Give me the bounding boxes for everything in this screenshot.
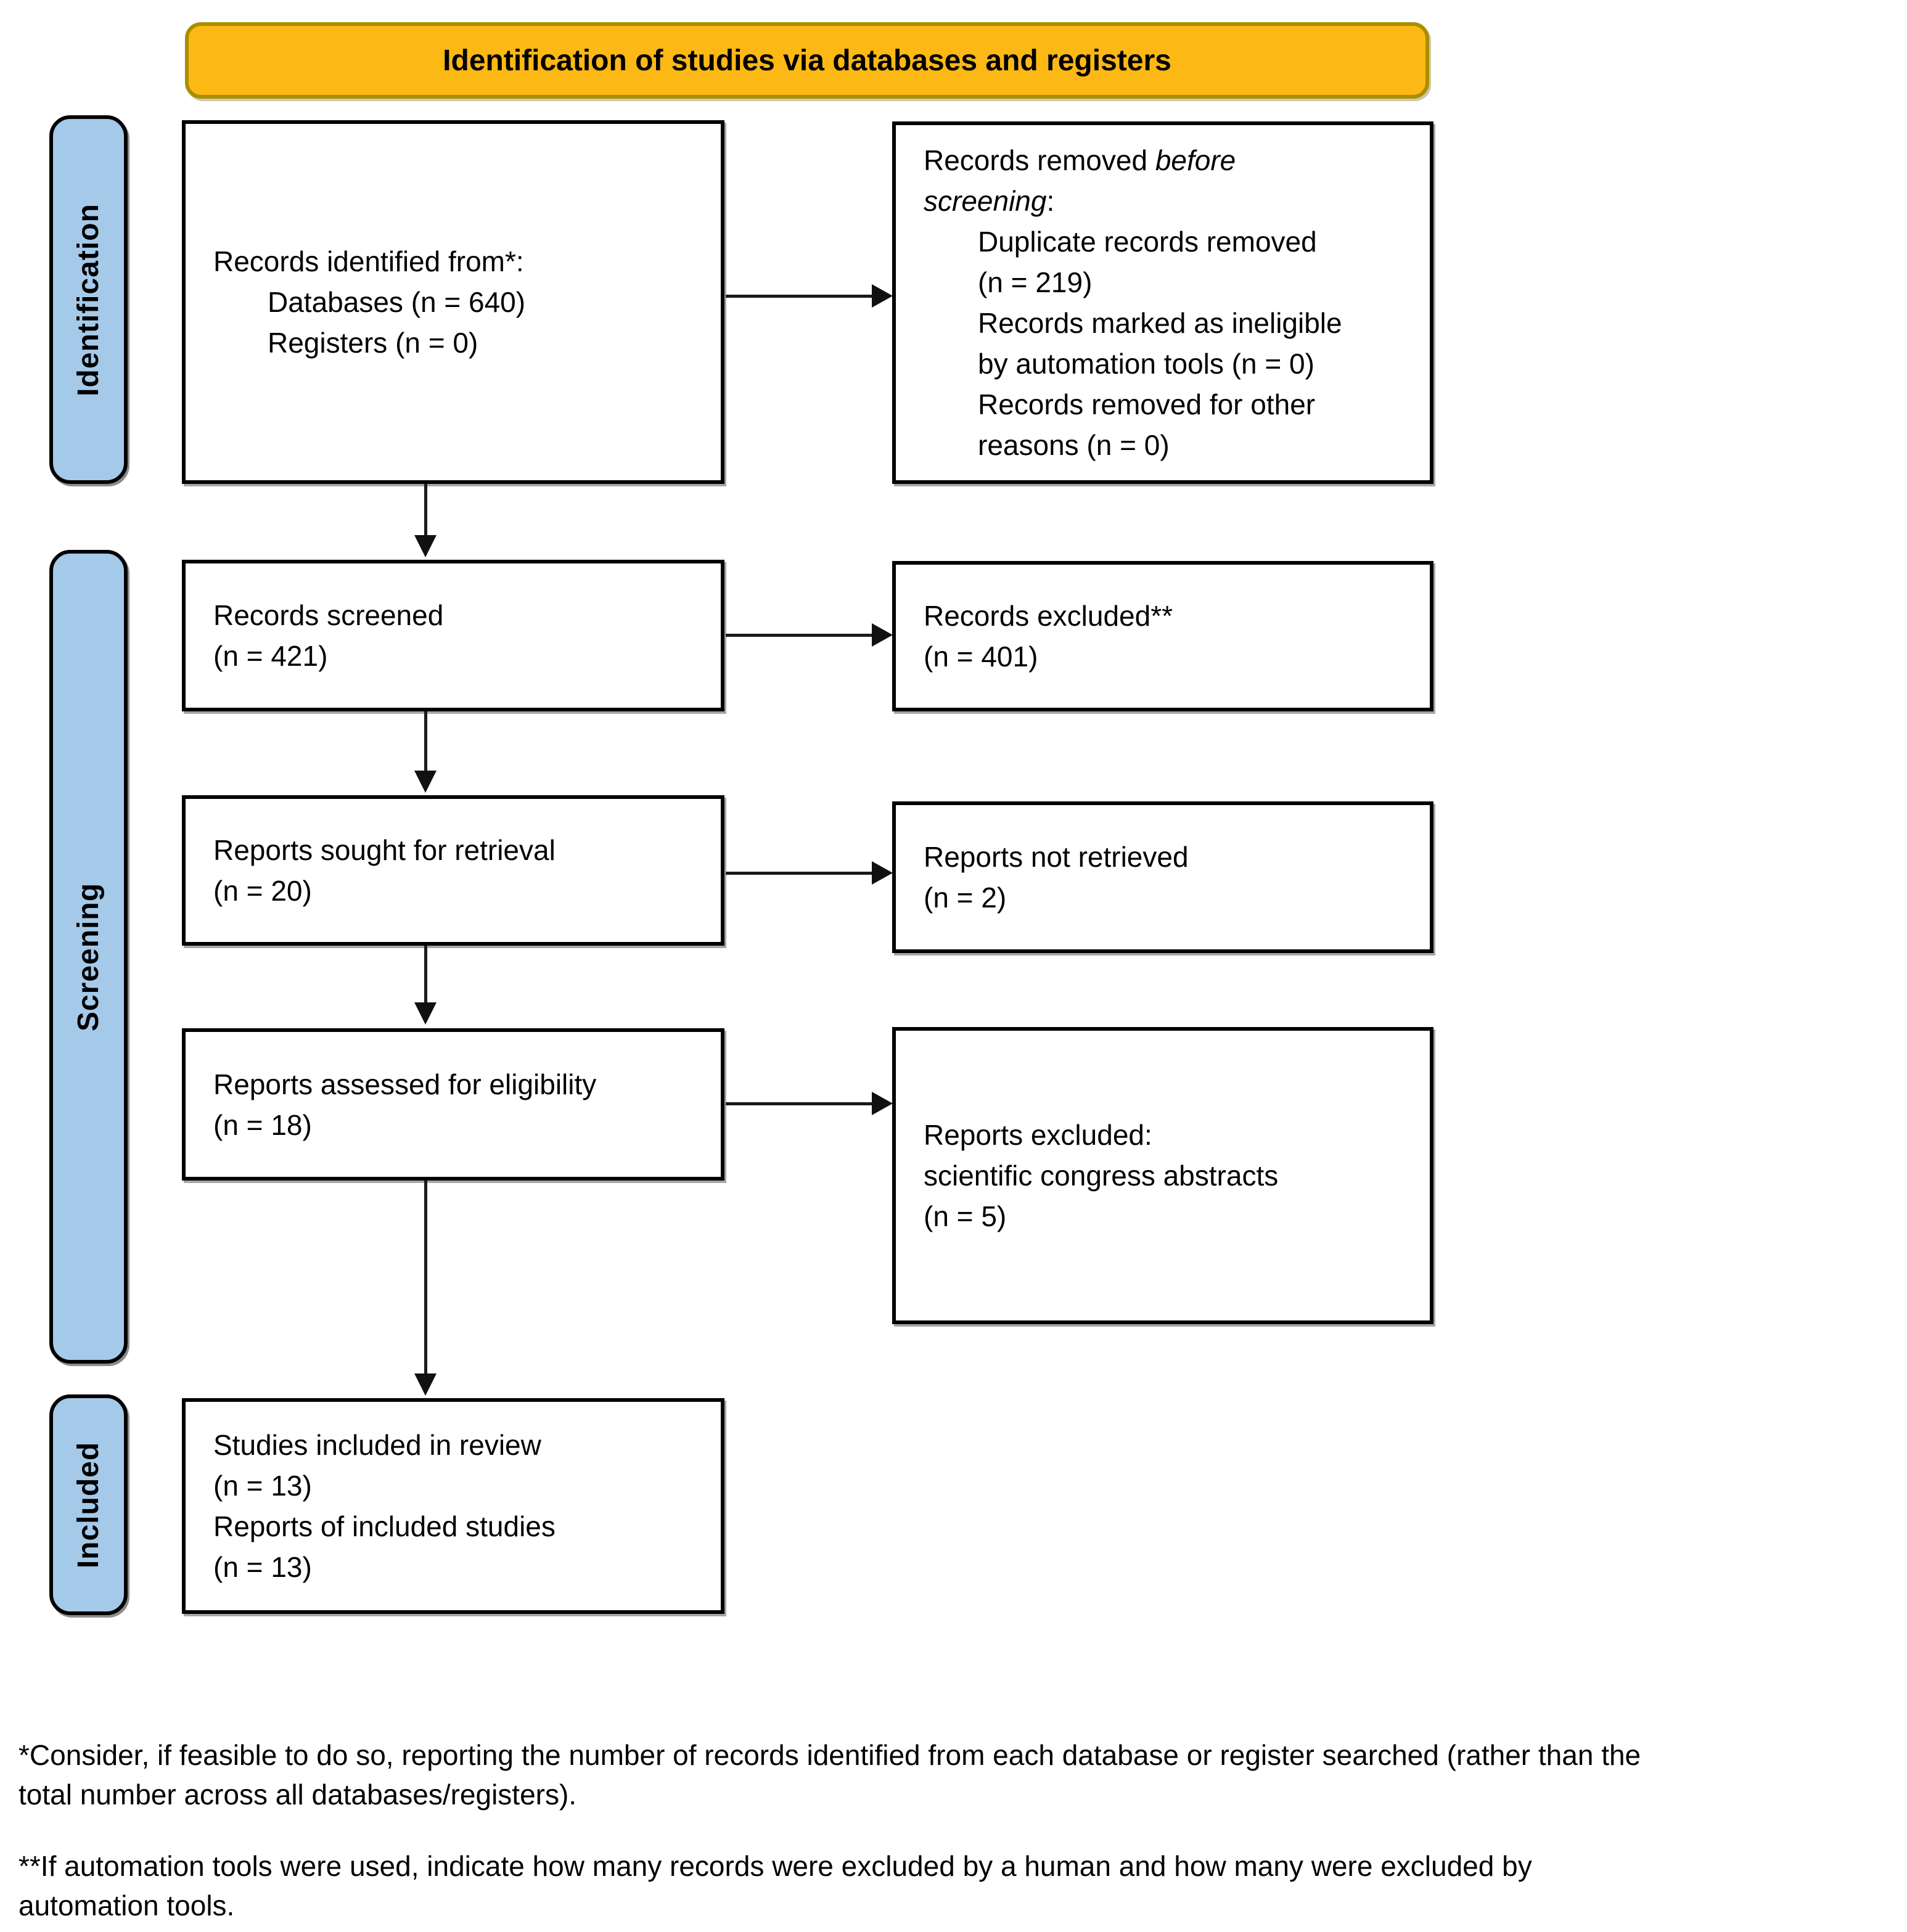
arrow-down-identified-to-screened bbox=[414, 484, 437, 557]
box-line: (n = 401) bbox=[924, 641, 1038, 673]
box-line-segment-italic: before bbox=[1155, 144, 1236, 176]
stage-included-label: Included bbox=[72, 1441, 105, 1568]
stage-included: Included bbox=[49, 1394, 128, 1615]
box-line-segment-italic: screening bbox=[924, 185, 1047, 217]
arrowhead-down-icon bbox=[414, 1373, 437, 1396]
arrowhead-down-icon bbox=[414, 535, 437, 557]
box-line: (n = 219) bbox=[978, 266, 1093, 298]
box-line: Reports sought for retrieval bbox=[213, 834, 556, 866]
box-records-excluded: Records excluded** (n = 401) bbox=[892, 561, 1433, 711]
arrowhead-down-icon bbox=[414, 771, 437, 793]
box-line: Reports not retrieved bbox=[924, 841, 1189, 873]
footnote-double-asterisk: **If automation tools were used, indicat… bbox=[18, 1846, 1532, 1925]
box-line: (n = 20) bbox=[213, 875, 312, 907]
box-line: Records removed for other bbox=[978, 388, 1316, 420]
box-line: Records identified from*: bbox=[213, 245, 524, 277]
box-line: (n = 421) bbox=[213, 640, 328, 672]
arrowhead-right-icon bbox=[872, 284, 893, 308]
stage-screening-label: Screening bbox=[72, 882, 105, 1031]
arrowhead-down-icon bbox=[414, 1002, 437, 1025]
arrow-down-assessed-to-included bbox=[414, 1181, 437, 1396]
arrow-right-identification bbox=[726, 284, 893, 308]
stage-screening: Screening bbox=[49, 550, 128, 1364]
arrowhead-right-icon bbox=[872, 1092, 893, 1115]
box-line: Databases (n = 640) bbox=[268, 286, 526, 318]
box-line: by automation tools (n = 0) bbox=[978, 348, 1314, 380]
footnote-line: **If automation tools were used, indicat… bbox=[18, 1850, 1532, 1882]
box-line: (n = 2) bbox=[924, 882, 1007, 914]
stage-identification-label: Identification bbox=[72, 203, 105, 396]
box-line-segment: Records removed bbox=[924, 144, 1155, 176]
box-records-screened: Records screened (n = 421) bbox=[182, 560, 724, 711]
arrow-down-sought-to-assessed bbox=[414, 946, 437, 1025]
box-line: Duplicate records removed bbox=[978, 226, 1317, 258]
box-reports-not-retrieved: Reports not retrieved (n = 2) bbox=[892, 801, 1433, 953]
box-line: screening: bbox=[924, 181, 1402, 221]
arrowhead-right-icon bbox=[872, 623, 893, 647]
footnote-asterisk: *Consider, if feasible to do so, reporti… bbox=[18, 1735, 1641, 1814]
box-reports-excluded: Reports excluded: scientific congress ab… bbox=[892, 1027, 1433, 1324]
footnote-line: automation tools. bbox=[18, 1889, 235, 1922]
arrow-right-sought bbox=[726, 861, 893, 885]
box-line: Studies included in review bbox=[213, 1429, 541, 1461]
box-line: scientific congress abstracts bbox=[924, 1160, 1279, 1192]
banner-title: Identification of studies via databases … bbox=[185, 22, 1429, 99]
box-line: Records excluded** bbox=[924, 600, 1173, 632]
box-line: Registers (n = 0) bbox=[268, 327, 478, 359]
box-studies-included: Studies included in review (n = 13) Repo… bbox=[182, 1398, 724, 1614]
box-records-removed: Records removed before screening: Duplic… bbox=[892, 121, 1433, 484]
box-records-identified: Records identified from*: Databases (n =… bbox=[182, 120, 724, 484]
box-line: Reports assessed for eligibility bbox=[213, 1068, 597, 1100]
arrow-right-screened bbox=[726, 623, 893, 647]
stage-identification: Identification bbox=[49, 115, 128, 484]
box-reports-sought: Reports sought for retrieval (n = 20) bbox=[182, 795, 724, 946]
footnote-line: total number across all databases/regist… bbox=[18, 1779, 577, 1811]
box-line: (n = 13) bbox=[213, 1470, 312, 1502]
banner-title-text: Identification of studies via databases … bbox=[443, 44, 1171, 77]
box-line: Reports of included studies bbox=[213, 1510, 556, 1542]
arrow-right-assessed bbox=[726, 1092, 893, 1115]
box-line: Reports excluded: bbox=[924, 1119, 1152, 1151]
box-line: (n = 5) bbox=[924, 1200, 1007, 1232]
box-line: (n = 13) bbox=[213, 1551, 312, 1583]
box-line-segment: : bbox=[1046, 185, 1055, 217]
box-line: Records screened bbox=[213, 599, 444, 631]
arrow-down-screened-to-sought bbox=[414, 711, 437, 793]
box-reports-assessed: Reports assessed for eligibility (n = 18… bbox=[182, 1028, 724, 1181]
footnote-line: *Consider, if feasible to do so, reporti… bbox=[18, 1739, 1641, 1771]
box-line: reasons (n = 0) bbox=[978, 429, 1170, 461]
box-line: (n = 18) bbox=[213, 1108, 312, 1141]
box-line: Records removed before bbox=[924, 140, 1402, 181]
box-line: Records marked as ineligible bbox=[978, 307, 1342, 339]
arrowhead-right-icon bbox=[872, 861, 893, 885]
